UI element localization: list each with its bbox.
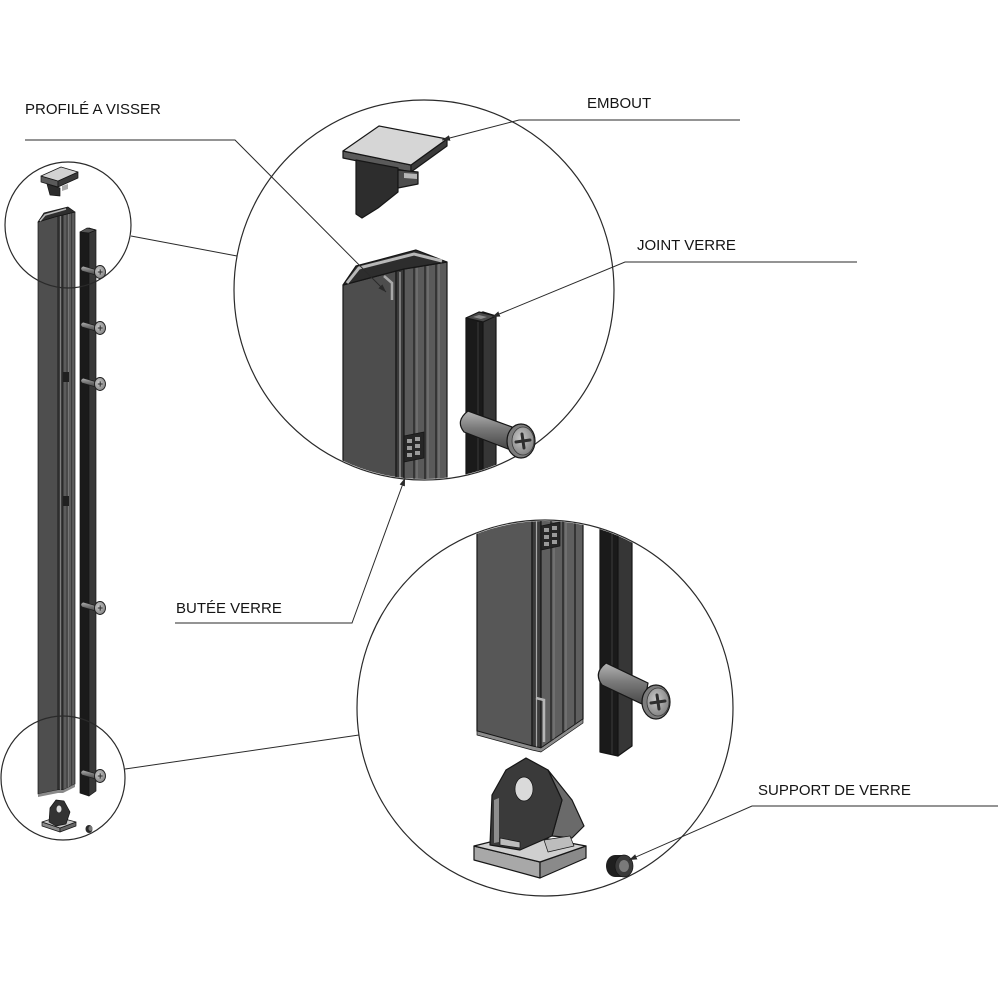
screw-shank xyxy=(597,662,649,706)
glass-stop-bottom-detail xyxy=(540,521,561,551)
profile-post-bottom-detail xyxy=(476,521,584,753)
leader-end-cap xyxy=(441,119,740,141)
end-cap-detail xyxy=(342,125,448,219)
label-glass-joint: JOINT VERRE xyxy=(637,237,736,254)
detail-bottom xyxy=(356,519,734,897)
detail-circle-top xyxy=(233,99,615,481)
detail-marker-bottom xyxy=(0,715,126,841)
glass-support-detail xyxy=(606,854,634,878)
leader-glass-joint xyxy=(491,261,857,318)
glass-joint-full xyxy=(79,227,97,797)
label-glass-stop: BUTÉE VERRE xyxy=(176,600,282,617)
glass-stop-detail xyxy=(403,431,425,463)
profile-post-detail xyxy=(342,249,448,479)
end-cap-small xyxy=(40,166,79,197)
bracket-block xyxy=(489,757,563,851)
glass-stop-small xyxy=(63,496,69,506)
screw-detail xyxy=(459,410,536,459)
label-glass-support: SUPPORT DE VERRE xyxy=(758,782,911,799)
bracket-hole xyxy=(514,776,534,802)
glass-stop-small xyxy=(63,372,69,382)
connector-bottom xyxy=(124,734,360,770)
profile-post-full xyxy=(37,206,76,797)
screw-bottom-detail xyxy=(597,662,671,720)
label-profile: PROFILÉ A VISSER xyxy=(25,101,161,118)
leader-profile xyxy=(25,139,387,293)
screw-shank xyxy=(459,410,513,450)
profile-grooves xyxy=(399,264,440,479)
glass-joint-detail xyxy=(465,311,497,479)
connector-top xyxy=(130,235,238,257)
base-bracket-small xyxy=(41,799,77,833)
label-end-cap: EMBOUT xyxy=(587,95,651,112)
full-post-assembly xyxy=(37,166,106,833)
glass-support-small xyxy=(85,825,93,833)
detail-top xyxy=(233,99,615,481)
detail-marker-top xyxy=(4,161,132,289)
base-bracket-detail xyxy=(473,757,587,879)
detail-circle-bottom xyxy=(356,519,734,897)
leader-glass-stop xyxy=(175,477,406,624)
leader-glass-support xyxy=(628,805,998,861)
